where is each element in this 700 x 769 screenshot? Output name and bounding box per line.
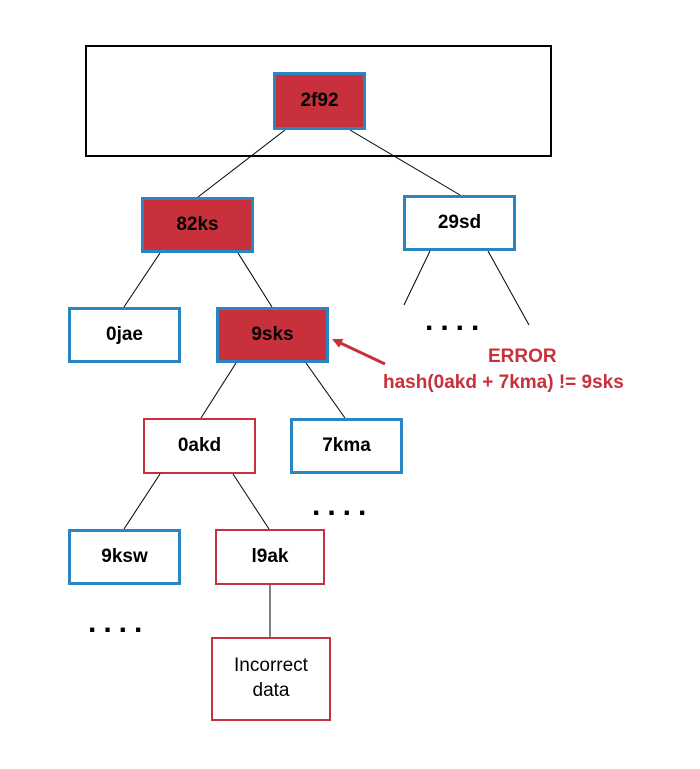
edge-0akd-l9ak: [232, 473, 270, 530]
edge-9sks-0akd: [200, 362, 237, 419]
ellipsis-7kma-children: ....: [312, 489, 374, 522]
node-9sks: 9sks: [216, 307, 329, 363]
edge-29sd-left: [403, 250, 431, 306]
error-arrow: [332, 338, 386, 366]
ellipsis-29sd-children: ....: [425, 304, 487, 337]
node-0jae: 0jae: [68, 307, 181, 363]
error-title: ERROR: [488, 346, 557, 367]
root-hash-frame: [85, 45, 552, 157]
edge-root-82ks: [197, 129, 286, 198]
edge-82ks-9sks: [237, 252, 273, 308]
node-l9ak: l9ak: [215, 529, 325, 585]
node-29sd: 29sd: [403, 195, 516, 251]
edge-root-29sd: [349, 129, 461, 196]
edge-9sks-7kma: [305, 362, 346, 419]
node-2f92: 2f92: [273, 72, 366, 130]
node-82ks: 82ks: [141, 197, 254, 253]
node-incorrect-data: Incorrect data: [211, 637, 331, 721]
ellipsis-9ksw-children: ....: [88, 606, 150, 639]
node-7kma: 7kma: [290, 418, 403, 474]
error-message: hash(0akd + 7kma) != 9sks: [383, 372, 624, 393]
edge-29sd-right: [487, 250, 530, 326]
edge-0akd-9ksw: [123, 473, 161, 530]
edge-82ks-0jae: [123, 252, 161, 308]
node-0akd: 0akd: [143, 418, 256, 474]
node-9ksw: 9ksw: [68, 529, 181, 585]
